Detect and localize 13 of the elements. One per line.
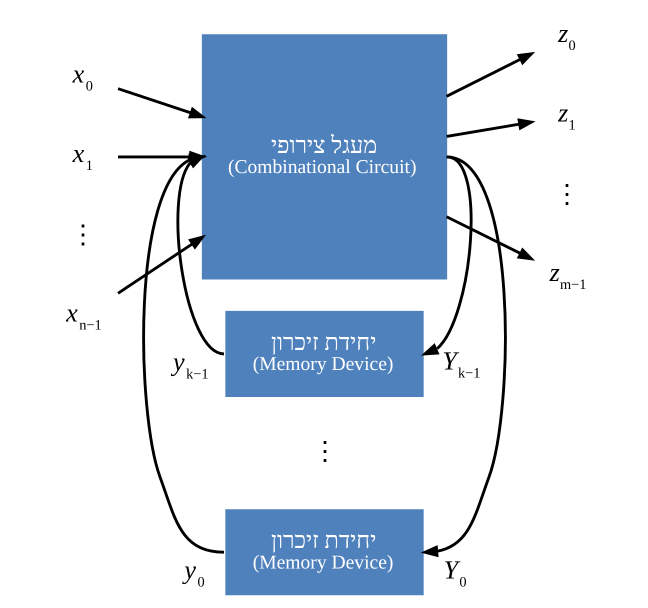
node-text: z$_{0}$ [558,19,576,54]
label: ⋮ [312,436,338,466]
node-text: z$_{m−1}$ [549,258,586,293]
label: ⋮ [70,220,96,249]
node-text: x$_{0}$ [72,60,92,94]
label: ⋮ [554,180,580,209]
edge-label: Y$_{k−1}$ [442,346,480,382]
edge-label: y$_{k−1}$ [172,348,208,383]
node-text: z$_{1}$ [558,98,576,134]
edge-label: Y$_{0}$ [443,556,466,591]
node-text: x$_{1}$ [72,139,92,174]
node-text: x$_{n−1}$ [66,298,102,334]
edge-label: y$_{0}$ [184,556,204,591]
